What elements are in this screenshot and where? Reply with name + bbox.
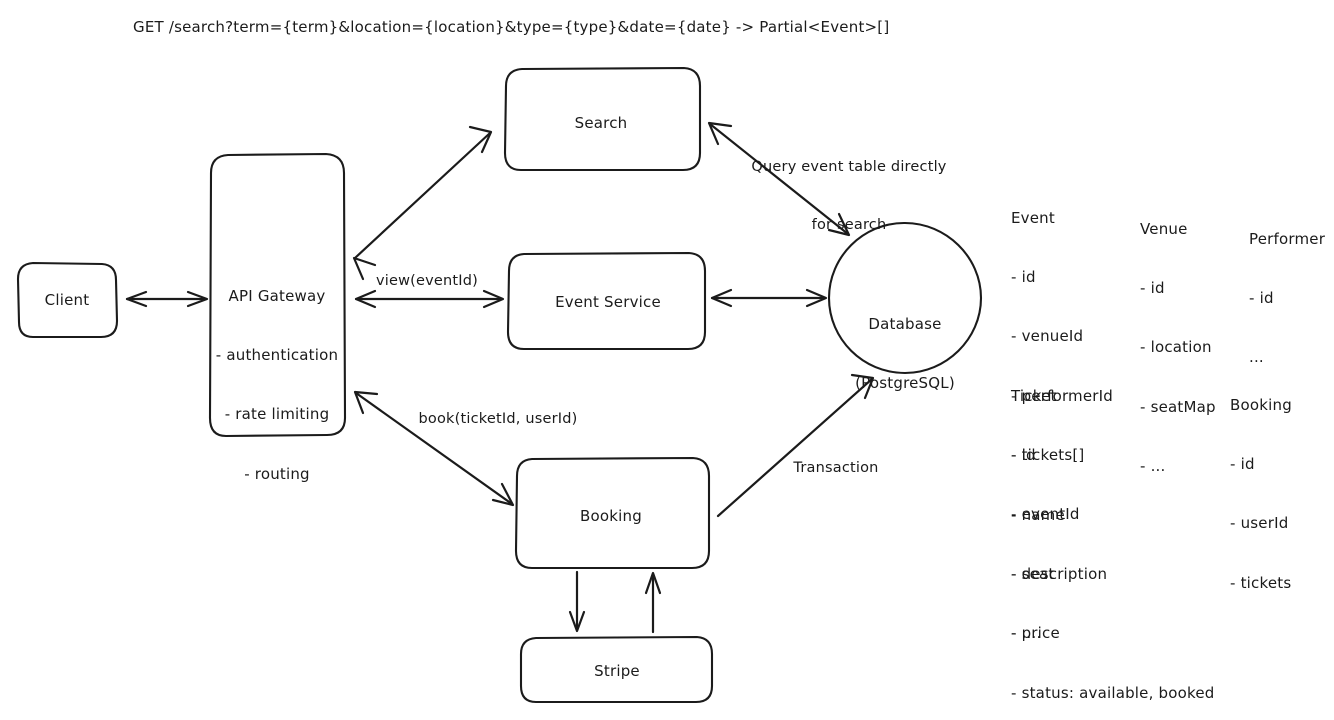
api-gateway-item-rate-limiting: - rate limiting: [224, 405, 330, 424]
schema-performer: Performer - id ...: [1249, 190, 1325, 408]
search-node-label: Search: [574, 114, 628, 132]
booking-node-label: Booking: [580, 507, 642, 525]
booking-node-shape[interactable]: [514, 456, 711, 570]
schema-event: Event - id - venueId - performerId - tic…: [1011, 169, 1113, 684]
database-node-shape[interactable]: [827, 221, 983, 375]
schema-venue: Venue - id - location - seatMap - ...: [1140, 180, 1216, 517]
edge-label-transaction: Transaction: [793, 460, 879, 476]
event-service-node-label: Event Service: [555, 293, 661, 311]
database-label-line1: Database: [868, 314, 942, 333]
search-node-shape[interactable]: [503, 66, 702, 172]
schema-event-field-performerid: - performerId: [1011, 386, 1114, 405]
edge-label-query-search-line2: for search: [811, 216, 887, 233]
schema-venue-field-seatmap: - seatMap: [1140, 397, 1216, 416]
schema-booking: Booking - id - userId - tickets: [1230, 356, 1292, 633]
edge-label-query-search: Query event table directly for search: [751, 120, 946, 273]
api-gateway-node-label: API Gateway - authentication - rate limi…: [216, 247, 338, 524]
schema-event-field-description: - description: [1011, 564, 1108, 583]
edge-stripe-booking-up: [644, 571, 662, 634]
edge-api-gateway-event-service: [354, 289, 505, 309]
schema-venue-field-more: - ...: [1140, 457, 1166, 476]
edge-client-api-gateway: [125, 290, 209, 308]
schema-performer-field-more: ...: [1249, 348, 1264, 367]
edge-label-query-search-line1: Query event table directly: [751, 159, 947, 176]
schema-event-field-more: - ....: [1011, 624, 1042, 643]
client-node-label: Client: [44, 291, 90, 309]
edge-search-database: [707, 121, 851, 237]
schema-venue-field-location: - location: [1140, 338, 1212, 357]
schema-ticket-field-id: - id: [1011, 445, 1036, 464]
schema-ticket-field-price: - price: [1011, 624, 1060, 643]
stripe-node-label: Stripe: [594, 662, 640, 680]
schema-ticket-title: Ticket: [1011, 386, 1057, 405]
database-node-label: Database (PostgreSQL): [855, 275, 955, 433]
schema-event-field-tickets: - tickets[]: [1011, 446, 1085, 465]
schema-ticket-field-status: - status: available, booked: [1011, 683, 1215, 702]
client-node-shape[interactable]: [16, 261, 119, 339]
edge-label-book: book(ticketId, userId): [418, 411, 578, 427]
api-endpoint-header: GET /search?term={term}&location={locati…: [133, 18, 890, 36]
edge-label-view-event: view(eventId): [375, 273, 479, 289]
schema-venue-field-id: - id: [1140, 278, 1165, 297]
schema-venue-title: Venue: [1140, 219, 1188, 238]
api-gateway-item-authentication: - authentication: [215, 345, 339, 364]
edge-booking-stripe-down: [568, 570, 586, 633]
stripe-node-shape[interactable]: [519, 635, 714, 704]
schema-booking-title: Booking: [1230, 395, 1292, 414]
schema-event-title: Event: [1011, 208, 1055, 227]
api-gateway-node-shape[interactable]: [208, 152, 347, 438]
schema-booking-field-tickets: - tickets: [1230, 573, 1292, 592]
schema-event-field-venueid: - venueId: [1011, 327, 1084, 346]
edge-api-gateway-booking: [353, 390, 515, 507]
schema-performer-field-id: - id: [1249, 288, 1274, 307]
schema-event-field-name: - name: [1011, 505, 1065, 524]
schema-ticket-field-seat: - seat: [1011, 564, 1055, 583]
schema-event-field-id: - id: [1011, 267, 1036, 286]
database-label-line2: (PostgreSQL): [855, 373, 955, 392]
api-gateway-title: API Gateway: [228, 286, 326, 305]
schema-ticket: Ticket - id - eventId - seat - price - s…: [1011, 347, 1215, 720]
schema-booking-field-id: - id: [1230, 454, 1255, 473]
event-service-node-shape[interactable]: [506, 251, 707, 351]
edge-event-service-database: [710, 288, 828, 308]
schema-booking-field-userid: - userId: [1230, 514, 1289, 533]
edge-api-gateway-search: [352, 125, 493, 281]
schema-ticket-field-eventid: - eventId: [1011, 505, 1080, 524]
schema-performer-title: Performer: [1249, 229, 1326, 248]
api-gateway-item-routing: - routing: [244, 464, 310, 483]
edge-booking-database: [716, 373, 875, 518]
